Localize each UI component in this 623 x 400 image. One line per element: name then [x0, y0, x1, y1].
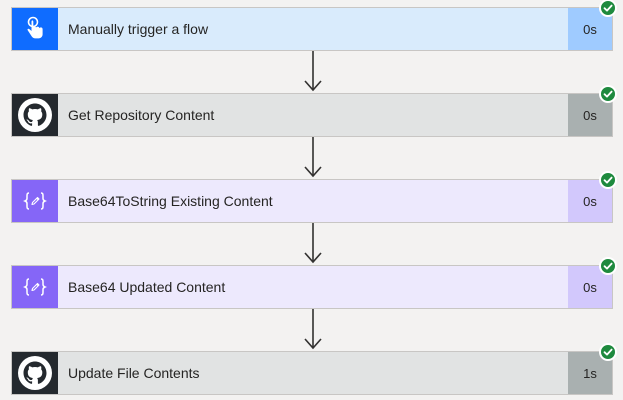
step-base64-updated-content[interactable]: Base64 Updated Content 0s — [11, 257, 617, 309]
data-operation-icon — [12, 266, 58, 308]
step-title: Update File Contents — [68, 365, 200, 381]
success-check-icon — [599, 171, 617, 189]
arrow-down-icon — [304, 309, 322, 350]
step-update-file-contents[interactable]: Update File Contents 1s — [11, 343, 617, 395]
success-check-icon — [599, 85, 617, 103]
step-base64tostring-existing-content[interactable]: Base64ToString Existing Content 0s — [11, 171, 617, 223]
success-check-icon — [599, 257, 617, 275]
success-check-icon — [599, 0, 617, 17]
step-title: Get Repository Content — [68, 107, 215, 123]
github-icon — [12, 94, 58, 136]
step-title: Base64ToString Existing Content — [68, 193, 273, 209]
data-operation-icon — [12, 180, 58, 222]
step-duration: 0s — [568, 8, 612, 50]
arrow-down-icon — [304, 137, 322, 178]
step-manually-trigger-a-flow[interactable]: Manually trigger a flow 0s — [11, 0, 617, 51]
github-icon — [12, 352, 58, 394]
success-check-icon — [599, 343, 617, 361]
step-title: Manually trigger a flow — [68, 21, 209, 37]
arrow-down-icon — [304, 51, 322, 92]
step-title: Base64 Updated Content — [68, 279, 226, 295]
hand-pointer-icon — [12, 8, 58, 50]
step-get-repository-content[interactable]: Get Repository Content 0s — [11, 85, 617, 137]
arrow-down-icon — [304, 223, 322, 264]
